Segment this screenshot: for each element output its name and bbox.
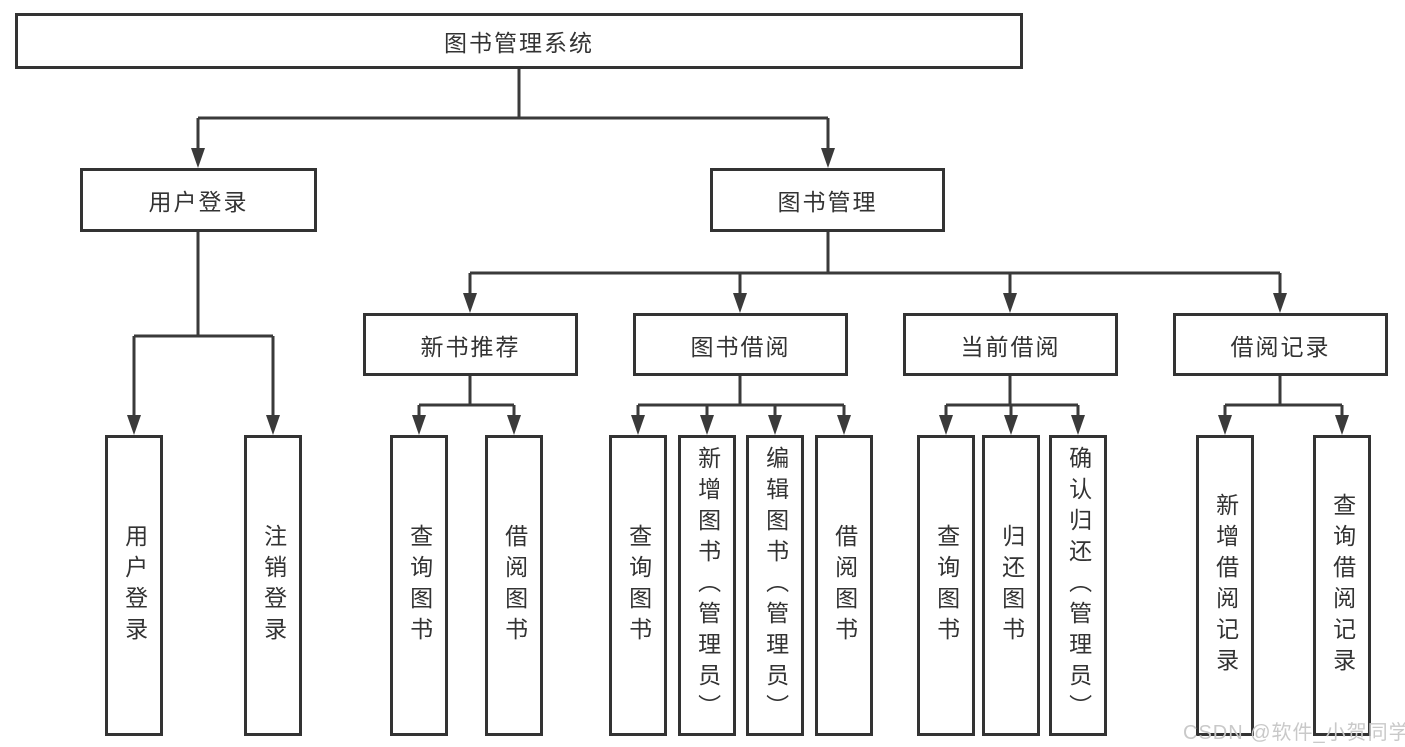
leaf-records-add-record: 新增借阅记录	[1196, 435, 1254, 736]
leaf-current-return-books: 归还图书	[982, 435, 1040, 736]
leaf-current-query-books: 查询图书	[917, 435, 975, 736]
leaf-current-query-books-label: 查询图书	[933, 523, 960, 648]
node-new-book-recommendation: 新书推荐	[363, 313, 578, 376]
node-current-borrowing: 当前借阅	[903, 313, 1118, 376]
leaf-logout-label: 注销登录	[260, 523, 287, 648]
leaf-recommend-borrow-books: 借阅图书	[485, 435, 543, 736]
leaf-current-confirm-return-admin: 确认归还（管理员）	[1049, 435, 1107, 736]
node-current-borrowing-label: 当前借阅	[960, 333, 1061, 360]
node-new-book-recommendation-label: 新书推荐	[420, 333, 521, 360]
leaf-borrowing-add-books-admin: 新增图书（管理员）	[678, 435, 736, 736]
leaf-borrowing-add-books-admin-label: 新增图书（管理员）	[694, 446, 721, 725]
leaf-borrowing-query-books-label: 查询图书	[625, 523, 652, 648]
leaf-logout: 注销登录	[244, 435, 302, 736]
leaf-recommend-query-books-label: 查询图书	[406, 523, 433, 648]
node-book-borrowing-label: 图书借阅	[690, 333, 791, 360]
leaf-recommend-query-books: 查询图书	[390, 435, 448, 736]
leaf-records-query-record-label: 查询借阅记录	[1329, 492, 1356, 679]
node-user-login-label: 用户登录	[148, 189, 249, 215]
leaf-borrowing-edit-books-admin: 编辑图书（管理员）	[746, 435, 804, 736]
node-book-borrowing: 图书借阅	[633, 313, 848, 376]
leaf-borrowing-borrow-books: 借阅图书	[815, 435, 873, 736]
arrowheads	[127, 148, 1349, 435]
leaf-user-login-label: 用户登录	[121, 523, 148, 648]
leaf-records-add-record-label: 新增借阅记录	[1212, 492, 1239, 679]
node-root: 图书管理系统	[15, 13, 1023, 69]
node-root-label: 图书管理系统	[444, 30, 594, 56]
leaf-user-login: 用户登录	[105, 435, 163, 736]
node-book-management-label: 图书管理	[777, 189, 878, 215]
node-book-management: 图书管理	[710, 168, 945, 232]
node-borrowing-records-label: 借阅记录	[1230, 333, 1331, 360]
leaf-recommend-borrow-books-label: 借阅图书	[501, 523, 528, 648]
leaf-records-query-record: 查询借阅记录	[1313, 435, 1371, 736]
node-user-login: 用户登录	[80, 168, 317, 232]
watermark: CSDN @软件_小贺同学	[1183, 722, 1405, 744]
leaf-current-return-books-label: 归还图书	[998, 523, 1025, 648]
node-borrowing-records: 借阅记录	[1173, 313, 1388, 376]
leaf-borrowing-edit-books-admin-label: 编辑图书（管理员）	[762, 446, 789, 725]
leaf-borrowing-borrow-books-label: 借阅图书	[831, 523, 858, 648]
leaf-current-confirm-return-admin-label: 确认归还（管理员）	[1065, 446, 1092, 725]
leaf-borrowing-query-books: 查询图书	[609, 435, 667, 736]
